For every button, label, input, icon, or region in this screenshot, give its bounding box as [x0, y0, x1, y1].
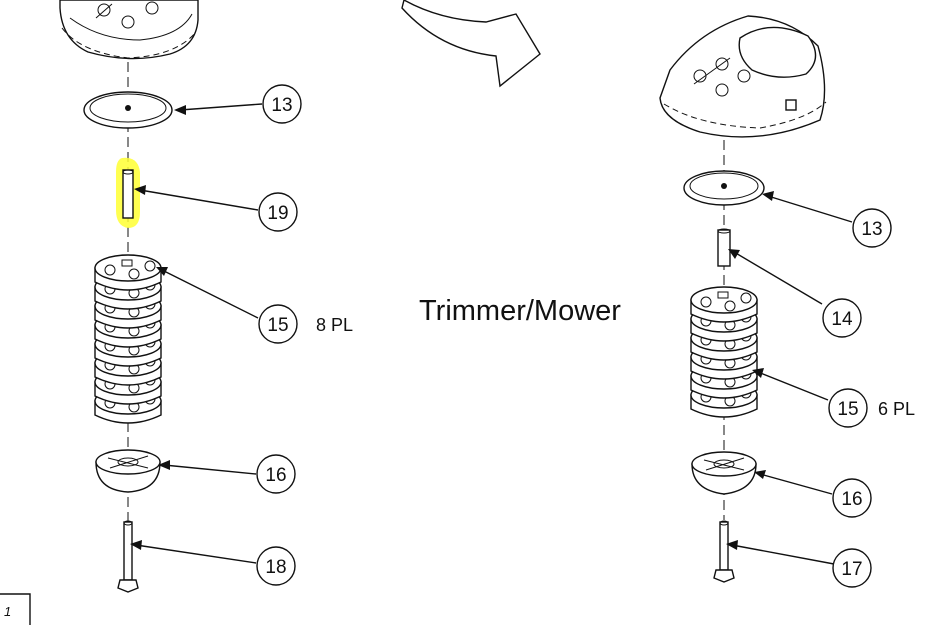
callout-number: 15: [267, 315, 288, 336]
right-callouts: 13 14 15 6 PL 16 17: [822, 208, 915, 588]
callout-number: 13: [271, 95, 292, 116]
center-label: Trimmer/Mower: [419, 295, 621, 327]
callout-number: 13: [861, 219, 882, 240]
callout-19: 19: [258, 192, 298, 232]
left-washer-13: [83, 91, 173, 129]
callout-14: 14: [822, 298, 862, 338]
right-disc-stack-15: [690, 286, 758, 418]
callout-16: 16: [832, 478, 872, 518]
corner-label: 1: [4, 604, 11, 619]
callout-18: 18: [256, 546, 296, 586]
right-spacer-14: [717, 228, 731, 267]
callout-15: 15 6 PL: [828, 388, 915, 428]
callout-13: 13: [262, 84, 302, 124]
callout-number: 15: [837, 399, 858, 420]
callout-15: 15 8 PL: [258, 304, 353, 344]
left-callouts: 13 19 15 8 PL 16 18: [256, 84, 353, 586]
callout-number: 16: [841, 489, 862, 510]
callout-13: 13: [852, 208, 892, 248]
left-base-16: [95, 449, 161, 493]
corner-frame: 1: [0, 593, 31, 625]
right-washer-13: [683, 170, 765, 206]
left-housing: [59, 0, 199, 60]
transition-arrow: [401, 0, 541, 88]
left-disc-stack-15: [94, 254, 162, 424]
left-bolt-18: [117, 520, 139, 593]
callout-quantity: 8 PL: [316, 315, 353, 335]
right-bolt-17: [713, 520, 735, 583]
callout-quantity: 6 PL: [878, 399, 915, 419]
callout-16: 16: [256, 454, 296, 494]
right-housing: [659, 15, 827, 138]
right-base-16: [691, 451, 757, 495]
callout-17: 17: [832, 548, 872, 588]
callout-number: 17: [841, 559, 862, 580]
callout-number: 14: [831, 309, 853, 330]
left-assembly: 13 19 15 8 PL 16 18: [59, 0, 353, 593]
disc: [94, 254, 162, 291]
disc: [690, 286, 758, 323]
left-spacer-19: [116, 157, 140, 228]
callout-number: 18: [265, 557, 286, 578]
right-assembly: 13 14 15 6 PL 16 17: [659, 15, 915, 588]
callout-number: 19: [267, 203, 288, 224]
callout-number: 16: [265, 465, 286, 486]
